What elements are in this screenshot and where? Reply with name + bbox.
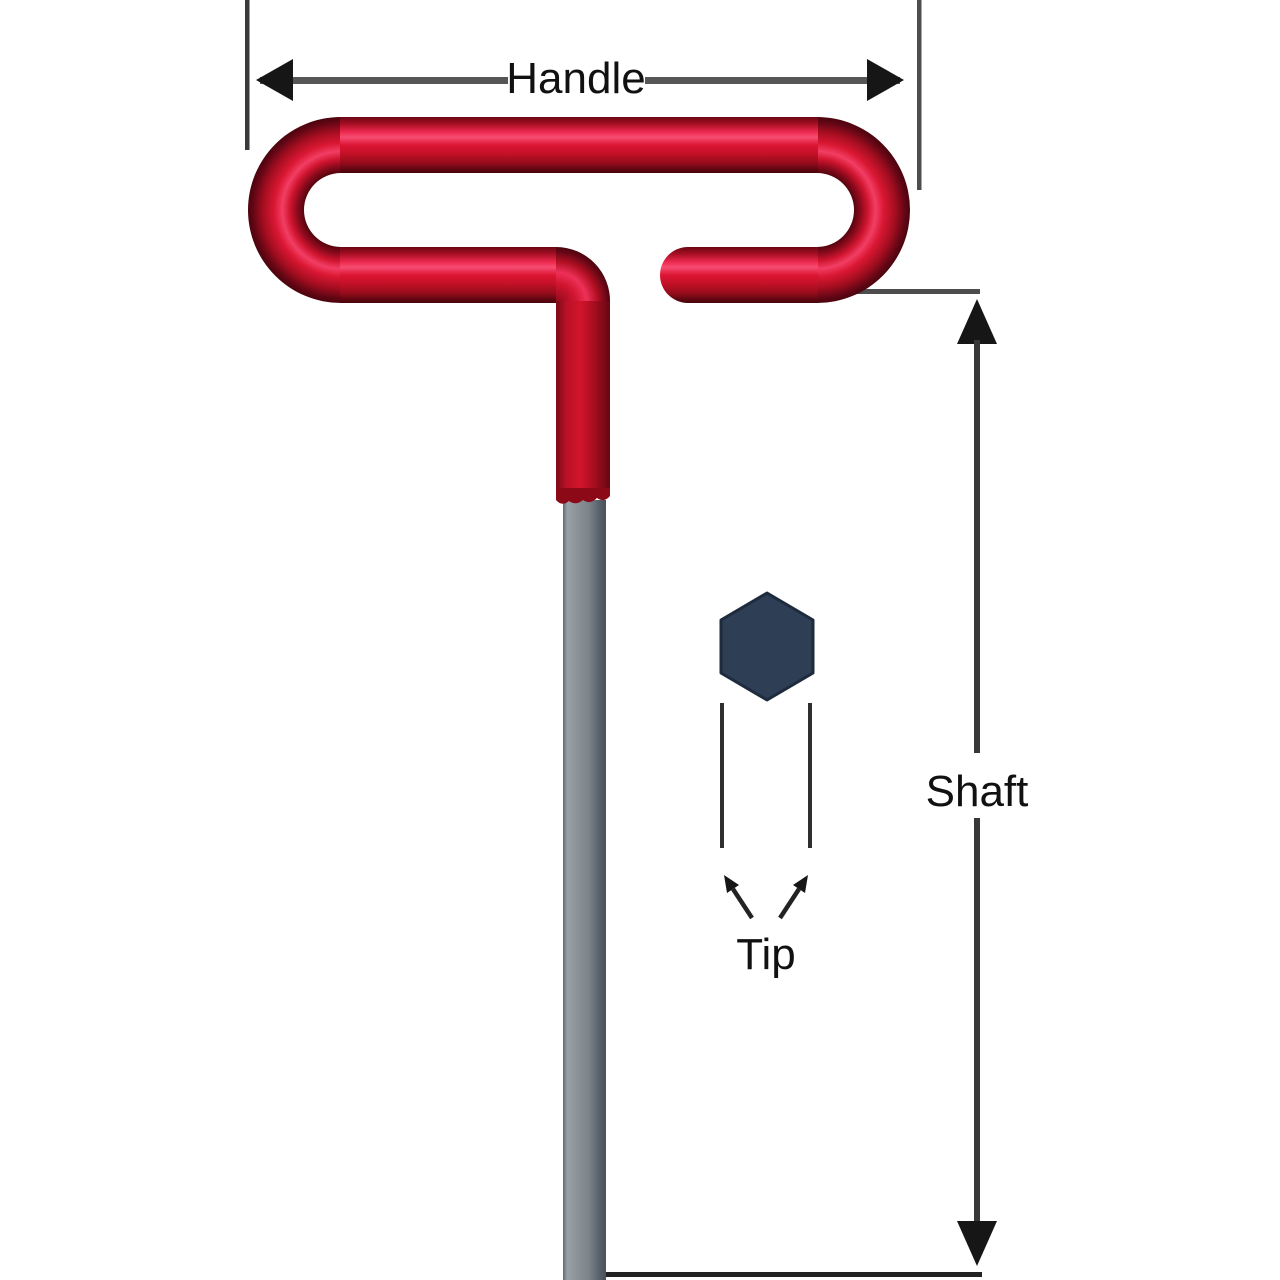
hex-tip-icon xyxy=(719,591,815,702)
tip-label: Tip xyxy=(736,930,796,979)
arrowhead-down-icon xyxy=(957,1221,997,1266)
tip-extension-line-left xyxy=(720,703,724,848)
handle-dimension-line-left xyxy=(260,77,508,84)
handle-dimension: Handle xyxy=(256,54,904,103)
handle-extension-line-left xyxy=(245,0,250,150)
extension-lines xyxy=(245,0,982,1277)
handle-left-curve xyxy=(248,117,341,303)
handle-dimension-line-right xyxy=(645,77,900,84)
tip-leader-right xyxy=(778,887,801,920)
handle-top-bar xyxy=(340,117,818,173)
shaft-label: Shaft xyxy=(926,767,1029,816)
tip-arrowhead-left-icon xyxy=(724,875,739,893)
shaft-dimension: Shaft xyxy=(926,299,1029,1266)
handle-extension-line-right xyxy=(917,0,922,190)
shaft-dimension-line-lower xyxy=(974,818,980,1221)
arrowhead-left-icon xyxy=(256,59,293,101)
grip-bottom-edge xyxy=(556,488,610,504)
steel-shaft xyxy=(563,500,606,1280)
handle-right-curve xyxy=(817,117,910,303)
arrowhead-up-icon xyxy=(957,299,997,344)
shaft-dimension-line-upper xyxy=(974,340,980,753)
handle-stem-grip xyxy=(556,301,610,494)
red-t-handle xyxy=(248,117,910,504)
shaft-extension-line-bottom xyxy=(598,1272,982,1277)
handle-bend xyxy=(556,246,611,303)
tip-arrowhead-right-icon xyxy=(793,875,808,893)
handle-label: Handle xyxy=(506,54,645,103)
tip-callout: Tip xyxy=(719,591,815,979)
tip-extension-line-right xyxy=(808,703,812,848)
handle-lower-left-bar xyxy=(340,247,556,303)
shaft-extension-line-top xyxy=(832,289,980,294)
tip-leader-left xyxy=(731,887,754,920)
arrowhead-right-icon xyxy=(867,59,904,101)
handle-lower-right-bar xyxy=(688,247,818,303)
